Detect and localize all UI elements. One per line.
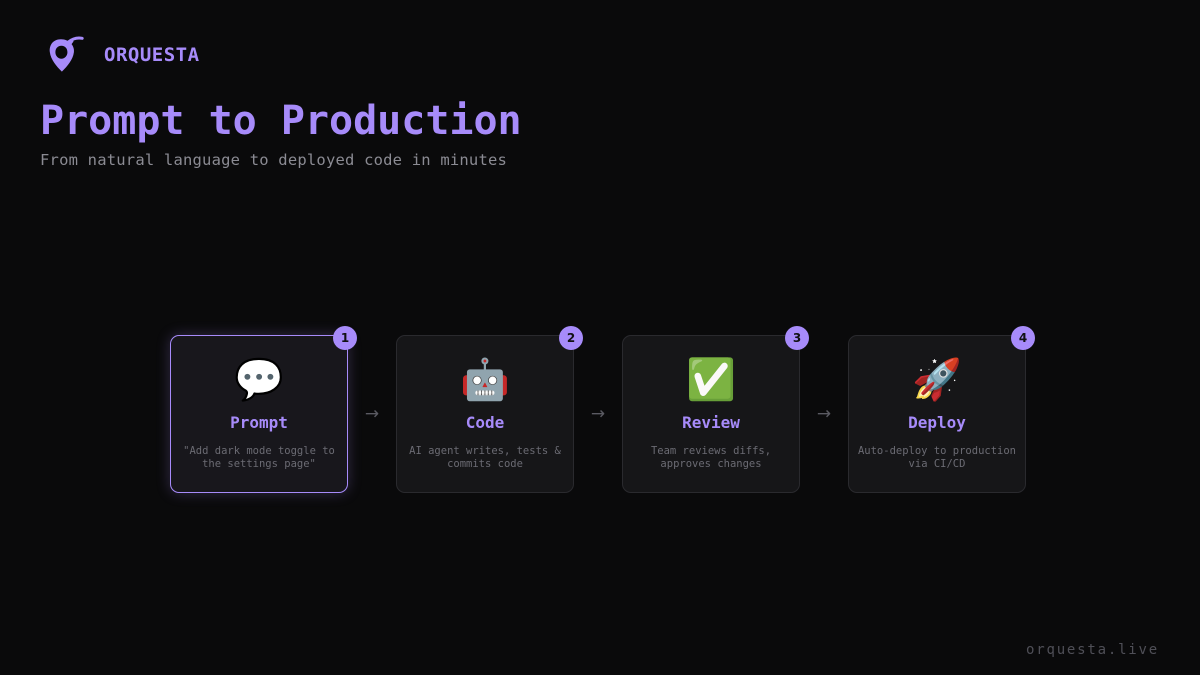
- step-label: Deploy: [908, 413, 966, 432]
- step-description: AI agent writes, tests & commits code: [409, 445, 561, 470]
- step-number-badge: 4: [1011, 326, 1035, 350]
- speech-bubble-icon: 💬: [234, 357, 284, 403]
- step-number-badge: 2: [559, 326, 583, 350]
- step-label: Prompt: [230, 413, 288, 432]
- rocket-icon: 🚀: [912, 357, 962, 403]
- step-description: Team reviews diffs, approves changes: [650, 445, 772, 470]
- orquesta-logo-icon: [49, 36, 84, 72]
- step-card-deploy: 4 🚀 Deploy Auto-deploy to production via…: [848, 326, 1035, 493]
- robot-icon: 🤖: [460, 357, 510, 403]
- step-card-prompt: 1 💬 Prompt "Add dark mode toggle to the …: [170, 326, 357, 493]
- page-title: Prompt to Production: [40, 98, 522, 144]
- step-card-review: 3 ✅ Review Team reviews diffs, approves …: [622, 326, 809, 493]
- arrow-right-icon: →: [590, 404, 606, 424]
- footer-url: orquesta.live: [1026, 642, 1159, 658]
- step-card-code: 2 🤖 Code AI agent writes, tests & commit…: [396, 326, 583, 493]
- step-label: Review: [682, 413, 740, 432]
- step-number-badge: 1: [333, 326, 357, 350]
- page-subtitle: From natural language to deployed code i…: [40, 151, 508, 169]
- step-label: Code: [465, 413, 505, 432]
- step-number-badge: 3: [785, 326, 809, 350]
- step-description: "Add dark mode toggle to the settings pa…: [183, 445, 335, 470]
- brand-name: ORQUESTA: [104, 44, 200, 66]
- workflow-steps: 1 💬 Prompt "Add dark mode toggle to the …: [170, 326, 1035, 493]
- check-mark-icon: ✅: [686, 357, 736, 403]
- arrow-right-icon: →: [816, 404, 832, 424]
- brand: ORQUESTA: [48, 36, 200, 74]
- arrow-right-icon: →: [364, 404, 380, 424]
- step-description: Auto-deploy to production via CI/CD: [857, 445, 1017, 470]
